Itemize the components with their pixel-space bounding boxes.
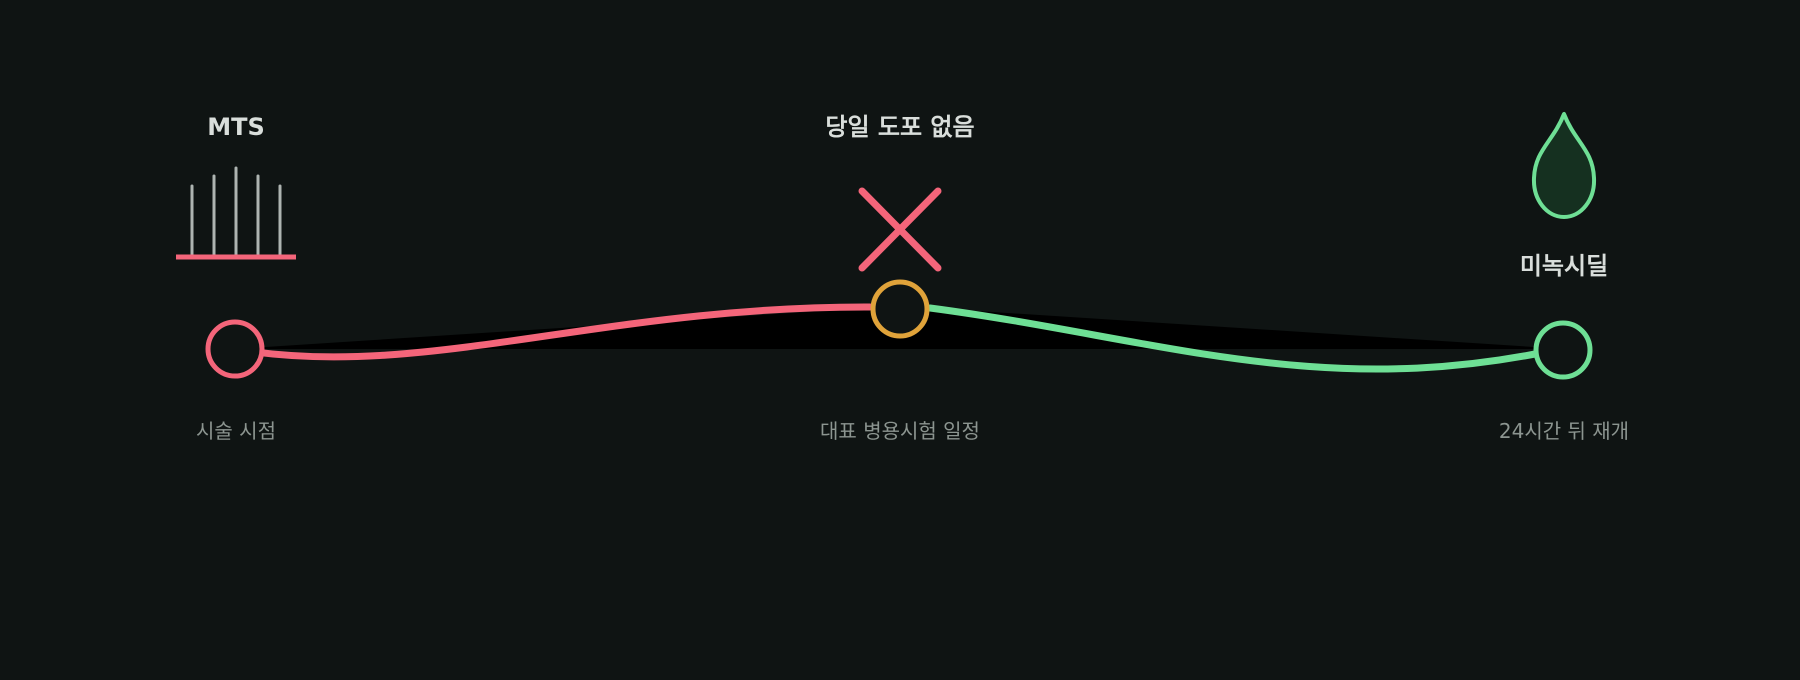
close-x-icon bbox=[858, 187, 942, 272]
step-minoxidil: 미녹시딜 24시간 뒤 재개 bbox=[1499, 112, 1629, 443]
step-no-application: 당일 도포 없음 대표 병용시험 일정 bbox=[820, 113, 980, 443]
mts-needles-icon bbox=[176, 166, 296, 260]
timeline-node-end bbox=[1533, 320, 1593, 380]
step-label-mts: 시술 시점 bbox=[196, 419, 276, 443]
timeline-node-middle bbox=[870, 279, 930, 339]
step-title-no-application: 당일 도포 없음 bbox=[825, 113, 974, 141]
step-label-resume: 24시간 뒤 재개 bbox=[1499, 419, 1629, 443]
step-title-minoxidil: 미녹시딜 bbox=[1520, 252, 1608, 280]
step-title-mts: MTS bbox=[207, 113, 265, 141]
step-mts: MTS 시술 시점 bbox=[176, 113, 296, 443]
droplet-icon bbox=[1531, 112, 1597, 219]
step-label-schedule: 대표 병용시험 일정 bbox=[820, 419, 980, 443]
connector-curve-red bbox=[231, 303, 874, 361]
connector-curve-green bbox=[926, 304, 1539, 373]
timeline-node-start bbox=[205, 319, 265, 379]
